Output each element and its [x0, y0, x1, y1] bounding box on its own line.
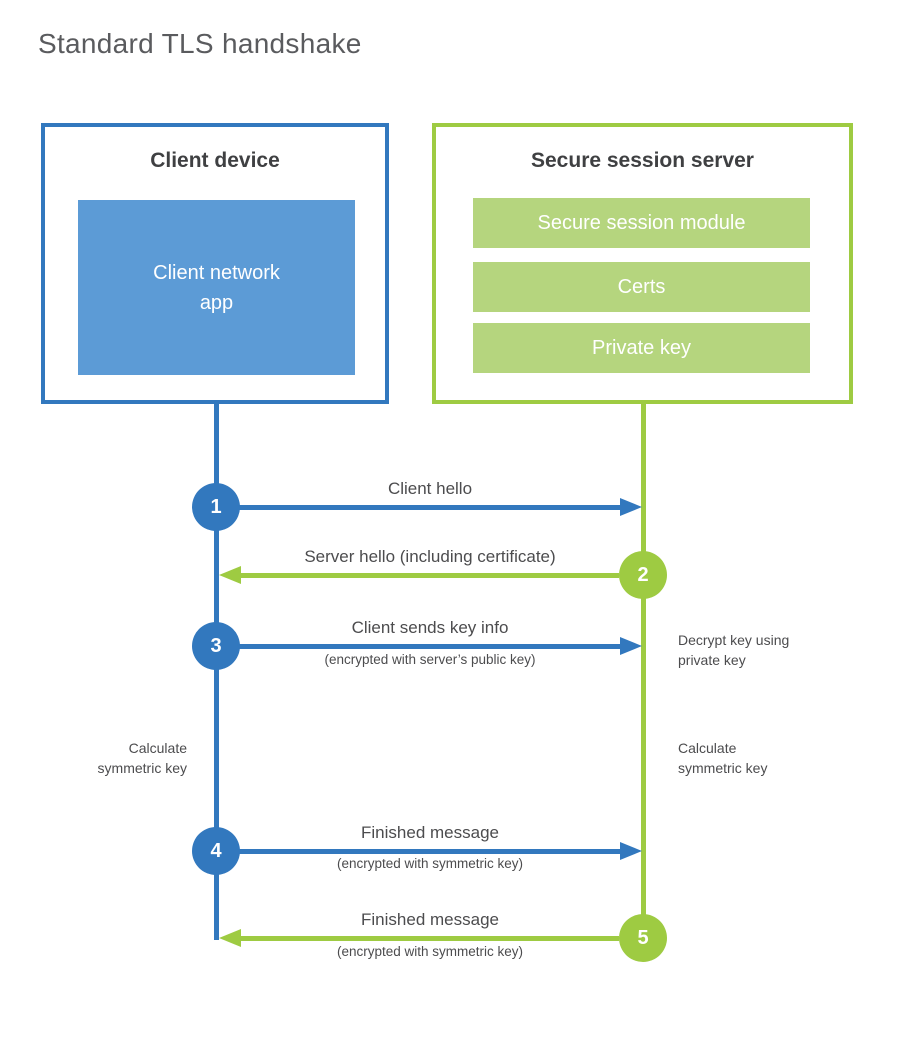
note-calculate-symmetric-key-server: Calculate symmetric key	[678, 740, 768, 776]
arrow-1-right-arrowhead-icon	[620, 498, 642, 516]
arrow-2-left-arrowhead-icon	[219, 566, 241, 584]
step-1-badge: 1	[192, 483, 240, 531]
server-lifeline	[641, 404, 646, 940]
arrow-3-right-arrowhead-icon	[620, 637, 642, 655]
client-network-app-module: Client network app	[78, 200, 355, 375]
note-decrypt-key: Decrypt key using private key	[678, 632, 790, 668]
arrow-4-right-arrowhead-icon	[620, 842, 642, 860]
arrow-5-left-arrowhead-icon	[219, 929, 241, 947]
arrow-1-line	[238, 505, 620, 510]
arrow-5-label: Finished message	[361, 910, 499, 929]
arrow-4-sublabel: (encrypted with symmetric key)	[336, 856, 524, 871]
step-3-number: 3	[210, 634, 222, 657]
arrow-1-label: Client hello	[387, 479, 473, 498]
step-2-badge: 2	[619, 551, 667, 599]
arrow-3-line	[238, 644, 620, 649]
secure-session-server-box: Secure session server Secure session mod…	[432, 123, 853, 404]
client-lifeline	[214, 404, 219, 940]
server-module-secure-session: Secure session module	[473, 198, 810, 248]
client-device-heading: Client device	[150, 149, 280, 172]
arrow-5-sublabel: (encrypted with symmetric key)	[336, 944, 524, 959]
arrow-3-sublabel: (encrypted with server’s public key)	[324, 652, 536, 667]
step-3-badge: 3	[192, 622, 240, 670]
note-calculate-symmetric-key-client: Calculate symmetric key	[97, 740, 187, 776]
server-module-certs: Certs	[473, 262, 810, 312]
arrow-2-label: Server hello (including certificate)	[304, 547, 556, 566]
client-device-box: Client device Client network app	[41, 123, 389, 404]
secure-session-server-heading: Secure session server	[531, 149, 754, 172]
step-4-number: 4	[210, 839, 222, 862]
step-1-number: 1	[210, 495, 222, 518]
step-5-number: 5	[637, 926, 649, 949]
step-4-badge: 4	[192, 827, 240, 875]
page-title: Standard TLS handshake	[38, 28, 362, 59]
server-module-private-key: Private key	[473, 323, 810, 373]
step-5-badge: 5	[619, 914, 667, 962]
arrow-3-label: Client sends key info	[351, 618, 509, 637]
step-2-number: 2	[637, 563, 649, 586]
arrow-4-label: Finished message	[361, 823, 499, 842]
arrow-2-line	[240, 573, 619, 578]
arrow-5-line	[240, 936, 619, 941]
arrow-4-line	[238, 849, 620, 854]
